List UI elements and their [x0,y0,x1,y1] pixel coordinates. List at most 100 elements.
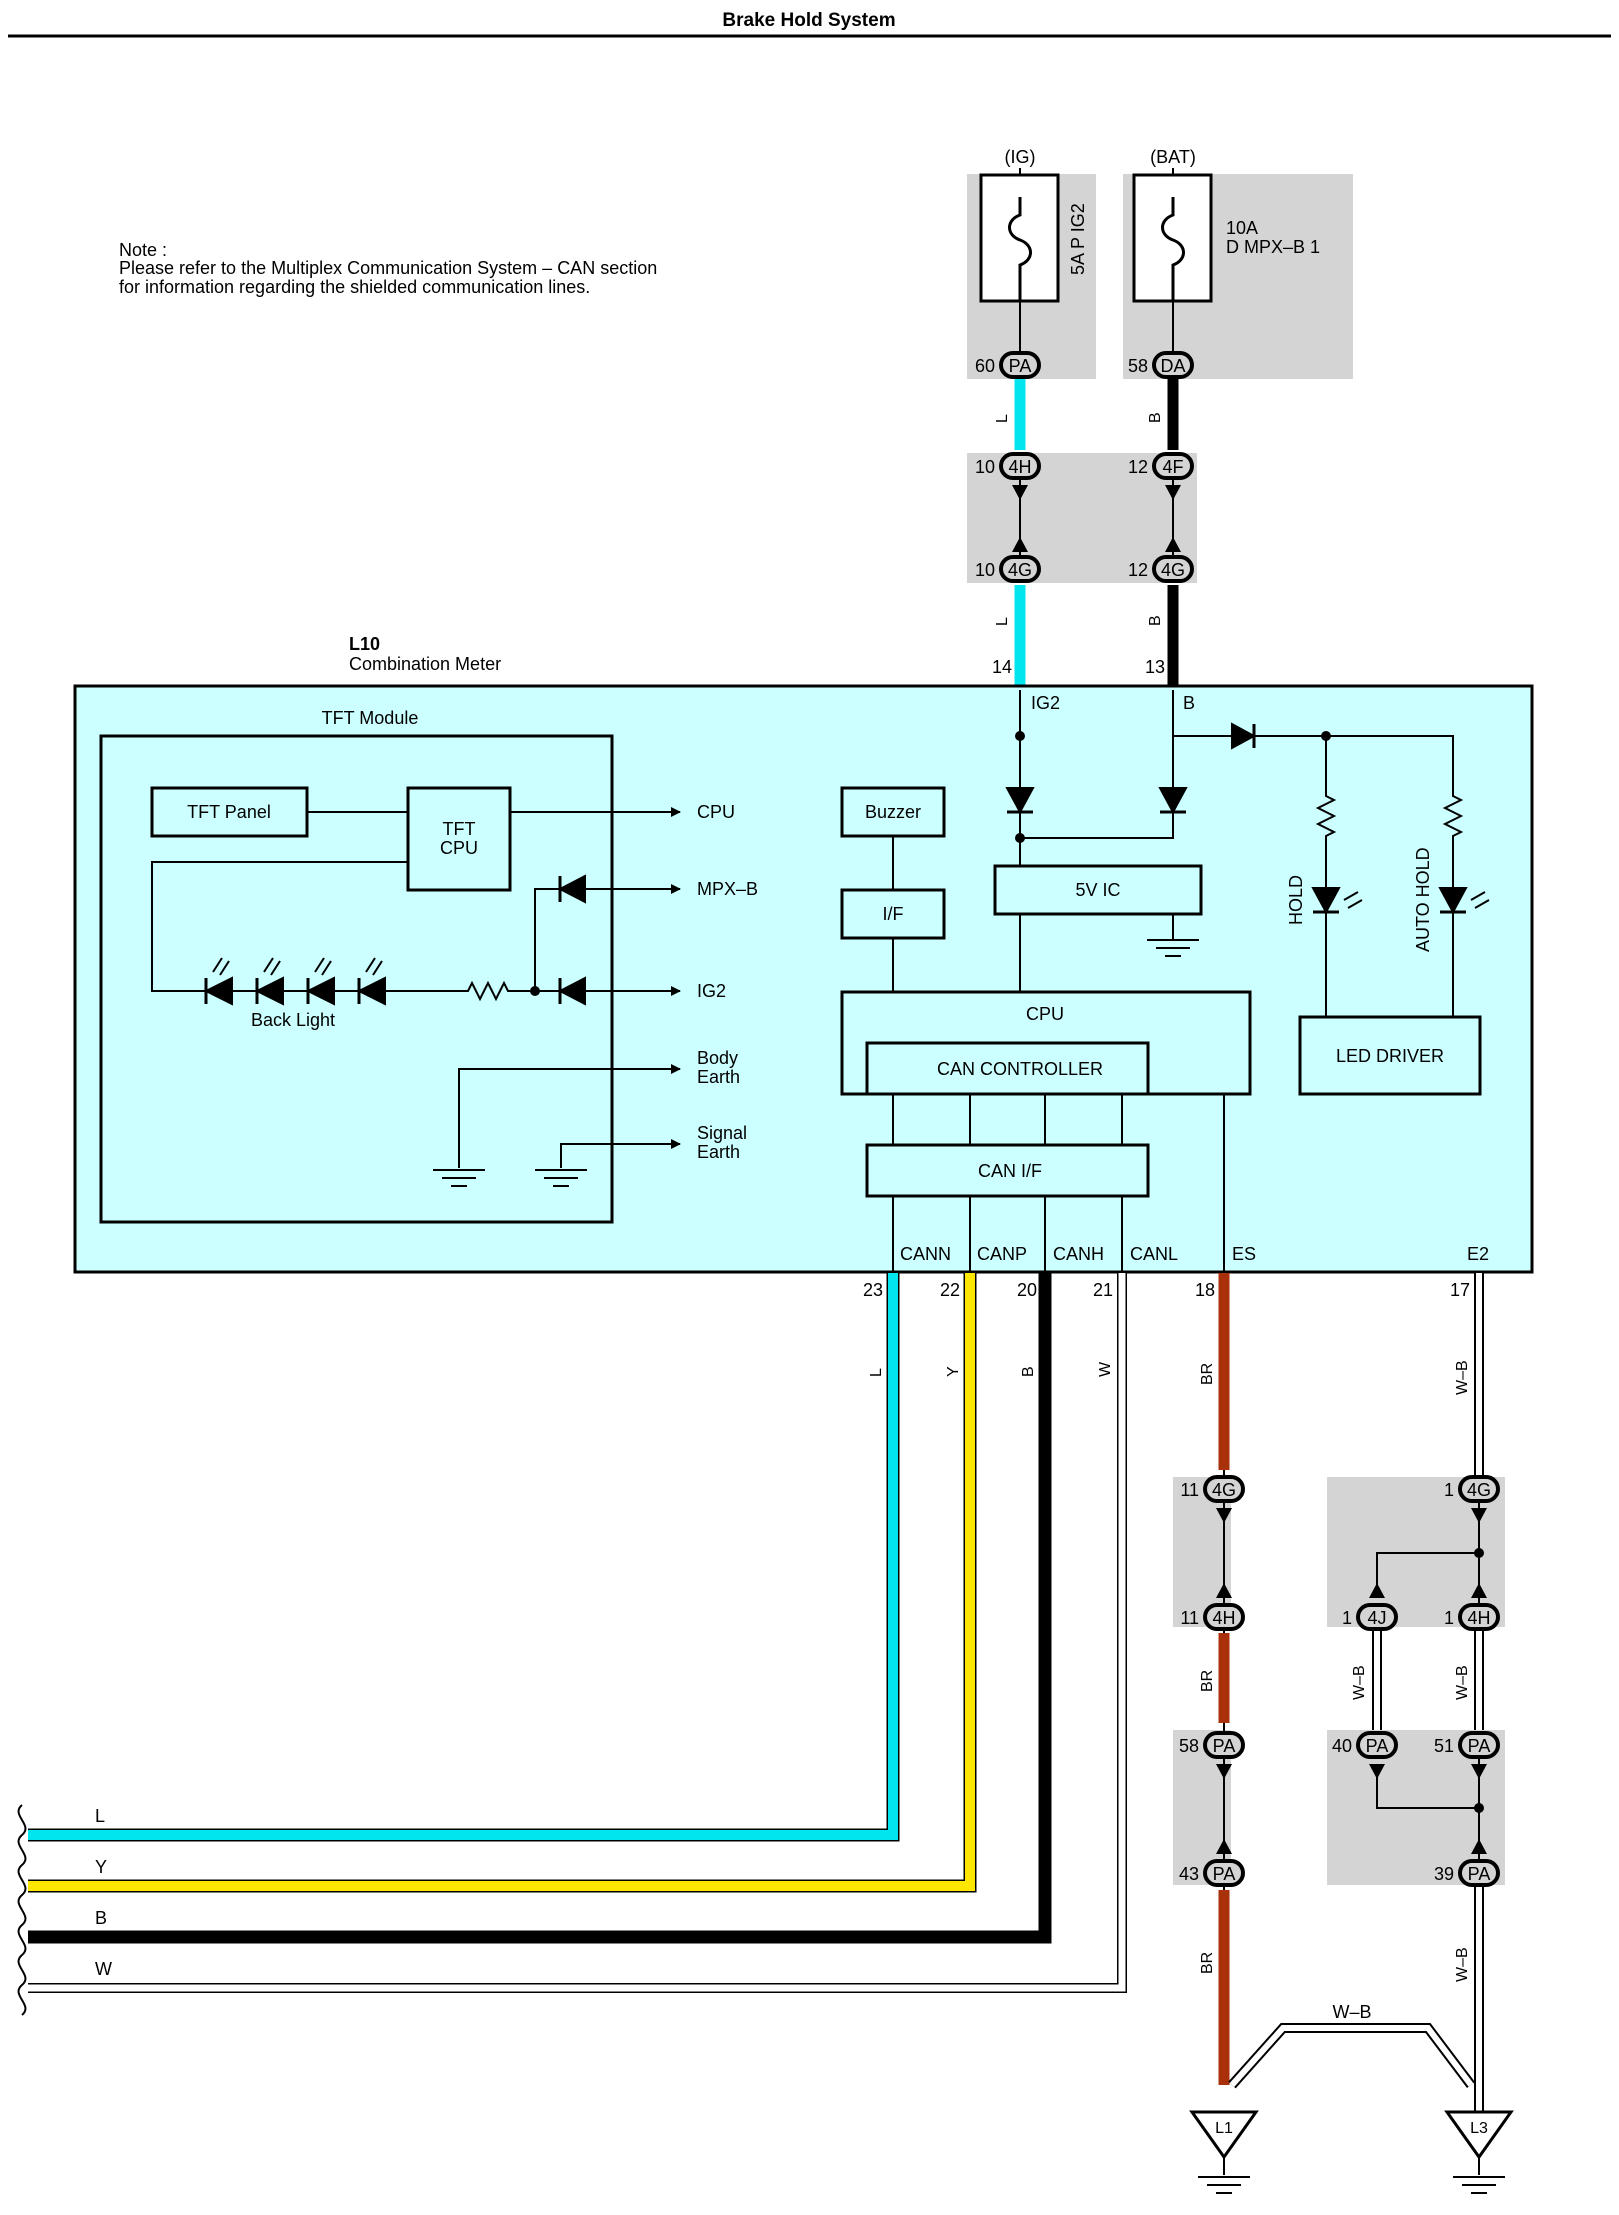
hold-led [1311,887,1363,915]
led-driver-label: LED DRIVER [1336,1046,1444,1066]
connector-pa-58: PA 58 [1179,1731,1245,1759]
svg-text:4G: 4G [1467,1480,1491,1500]
svg-text:51: 51 [1434,1736,1454,1756]
hold-label: HOLD [1286,875,1306,925]
svg-text:DA: DA [1160,356,1185,376]
terminal-e2: E2 [1467,1244,1489,1264]
wire-label-b-canh: B [1020,1366,1037,1377]
can-if [865,1143,1150,1198]
connector-4h-10: 4H 10 [975,452,1041,480]
pin-17: 17 [1450,1280,1470,1300]
svg-text:4H: 4H [1467,1608,1490,1628]
terminal-canh: CANH [1053,1244,1104,1264]
connector-4g-12: 4G 12 [1128,555,1194,583]
svg-text:PA: PA [1468,1736,1491,1756]
body-earth-1: Body [697,1048,738,1068]
cpu-label: CPU [1026,1004,1064,1024]
ic-earth [1147,939,1199,957]
svg-text:4F: 4F [1162,457,1183,477]
svg-text:58: 58 [1128,356,1148,376]
svg-text:PA: PA [1009,356,1032,376]
bat-source-label: (BAT) [1150,147,1196,167]
terminal-cann: CANN [900,1244,951,1264]
body-earth-2: Earth [697,1067,740,1087]
wire-label-l-upper: L [994,414,1011,423]
wire-label-br-3: BR [1199,1952,1216,1974]
wire-label-wb-1: W–B [1454,1360,1471,1395]
wire-label-br-1: BR [1199,1363,1216,1385]
svg-text:4G: 4G [1008,560,1032,580]
combination-meter [73,684,1534,1274]
svg-text:PA: PA [1213,1736,1236,1756]
page-title: Brake Hold System [722,10,895,31]
ground-l3-label: L3 [1470,2120,1488,2137]
connector-pa-51: PA 51 [1434,1731,1500,1759]
svg-text:10: 10 [975,457,995,477]
wire-wb-crossover [1228,2023,1475,2089]
svg-text:43: 43 [1179,1864,1199,1884]
can-controller [865,1041,1150,1096]
tft-out-cpu: CPU [697,802,735,822]
ground-l1 [1189,2110,1259,2194]
svg-text:PA: PA [1468,1864,1491,1884]
tft-out-ig2: IG2 [697,981,726,1001]
svg-text:4H: 4H [1212,1608,1235,1628]
tft-cpu-label-2: CPU [440,838,478,858]
svg-text:1: 1 [1444,1480,1454,1500]
connector-4g-10: 4G 10 [975,555,1041,583]
terminal-canl: CANL [1130,1244,1178,1264]
tft-cpu-label-1: TFT [443,819,476,839]
backlight-leds [200,957,460,1006]
svg-text:4J: 4J [1367,1608,1386,1628]
note-text-line1: Please refer to the Multiplex Communicat… [119,258,657,278]
pin-13: 13 [1145,657,1165,677]
backlight-label: Back Light [251,1010,335,1030]
led-driver [1298,1015,1482,1096]
ic-5v-label: 5V IC [1075,880,1120,900]
svg-text:PA: PA [1366,1736,1389,1756]
tft-earth-symbols [433,1169,587,1187]
ic-5v [993,864,1203,916]
ground-l1-label: L1 [1215,2120,1233,2137]
connector-4f-12: 4F 12 [1128,452,1194,480]
fuse-ig2 [979,173,1060,303]
tft-module-label: TFT Module [322,708,419,728]
connector-da-58: DA 58 [1128,351,1194,379]
svg-text:39: 39 [1434,1864,1454,1884]
connector-4g-1: 4G 1 [1444,1475,1500,1503]
svg-text:11: 11 [1180,1480,1199,1500]
wire-l-cann [28,1273,900,1842]
ground-l3 [1444,2110,1514,2194]
pin-21: 21 [1093,1280,1113,1300]
tft-module [99,734,614,1224]
connector-pa-60: PA 60 [975,351,1041,379]
wire-y-canp [28,1273,977,1893]
connector-4h-1: 4H 1 [1444,1603,1500,1631]
pin-22: 22 [940,1280,960,1300]
wire-label-br-2: BR [1199,1670,1216,1692]
terminal-es: ES [1232,1244,1256,1264]
svg-text:12: 12 [1128,560,1148,580]
wire-label-w-canl: W [1097,1361,1114,1377]
tft-cpu [406,786,512,892]
pin-18: 18 [1195,1280,1215,1300]
can-controller-label: CAN CONTROLLER [937,1059,1103,1079]
wire-label-b-left: B [95,1908,107,1928]
note-heading: Note : [119,240,167,260]
terminal-ig2: IG2 [1031,693,1060,713]
connector-4j-1: 4J 1 [1342,1603,1398,1631]
buzzer-label: Buzzer [865,802,921,822]
svg-text:12: 12 [1128,457,1148,477]
wire-label-wb-4: W–B [1454,1947,1471,1982]
terminal-canp: CANP [977,1244,1027,1264]
pin-14: 14 [992,657,1012,677]
wire-label-y-canp: Y [945,1366,962,1377]
pin-23: 23 [863,1280,883,1300]
svg-text:1: 1 [1444,1608,1454,1628]
component-id: L10 [349,634,380,654]
svg-text:PA: PA [1213,1864,1236,1884]
svg-text:1: 1 [1342,1608,1352,1628]
svg-text:4G: 4G [1212,1480,1236,1500]
wire-label-b-mid: B [1147,615,1164,626]
